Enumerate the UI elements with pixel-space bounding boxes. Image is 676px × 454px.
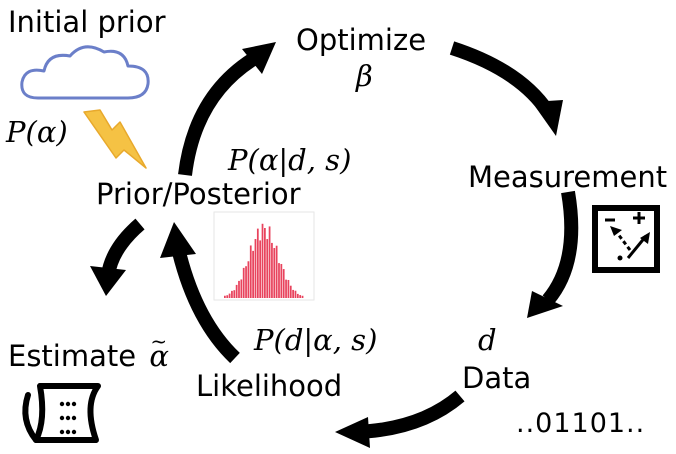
histogram-bar [280, 263, 283, 298]
measurement-label: Measurement [468, 160, 668, 194]
histogram-bar [275, 245, 278, 298]
posterior-histogram-icon [213, 211, 315, 301]
prior-posterior-label: Prior/Posterior [96, 177, 301, 211]
histogram-bar [264, 228, 266, 298]
arrowhead-optimize [242, 42, 276, 74]
scroll-dots [59, 401, 77, 435]
arrow-prior-to-optimize [178, 48, 264, 176]
histogram-bar [278, 263, 280, 298]
arrow-prior-to-estimate [101, 218, 145, 277]
arrow-likelihood-to-prior [171, 246, 240, 364]
arrowhead-data [527, 291, 563, 318]
histogram-bar [266, 239, 269, 298]
likelihood-label: Likelihood [196, 369, 343, 403]
histogram-bar [226, 295, 229, 298]
arrow-data-to-likelihood [354, 390, 465, 439]
estimate-label: Estimate ~ α [8, 331, 169, 373]
bit-string: ..01101.. [516, 408, 646, 439]
lightning-bolt-icon [83, 109, 147, 169]
histogram-bar [233, 290, 236, 298]
initial-prior-label: Initial prior [8, 5, 166, 39]
histogram-bar [294, 290, 297, 298]
histogram-bar [301, 295, 304, 298]
beta-symbol: β [356, 59, 373, 93]
histogram-bar [296, 293, 299, 298]
histogram-bar [292, 289, 294, 298]
histogram-bar [273, 248, 276, 298]
cloud-icon [20, 45, 150, 100]
histogram-bar [299, 295, 302, 298]
histogram-bar [271, 242, 273, 298]
arrow-measurement-to-data [542, 190, 579, 305]
histogram-bar [249, 245, 252, 298]
estimate-word: Estimate [8, 339, 137, 373]
p-alpha-label: P(α) [6, 115, 68, 149]
histogram-bar [238, 280, 240, 298]
arrowhead-measurement [532, 100, 563, 136]
histogram-bar [252, 250, 254, 298]
data-label: Data [462, 361, 532, 395]
posterior-formula: P(α|d, s) [228, 143, 352, 177]
arrowhead-likelihood [335, 417, 370, 448]
histogram-bar [242, 267, 245, 298]
arrowhead-prior [160, 222, 196, 258]
histogram-bar [268, 226, 271, 298]
histogram-bar [287, 279, 290, 298]
histogram-bar [282, 269, 285, 298]
likelihood-formula: P(d|α, s) [254, 323, 378, 357]
histogram-bar [259, 240, 262, 298]
histogram-bar [231, 290, 233, 298]
alpha-tilde-symbol: ~ α [149, 331, 169, 373]
histogram-bar [289, 285, 292, 298]
histogram-bar [224, 295, 226, 298]
histogram-bar [285, 279, 287, 298]
optimize-label: Optimize [296, 23, 427, 57]
histogram-bar [228, 293, 231, 298]
histogram-bar [235, 284, 238, 298]
histogram-bar [254, 239, 257, 298]
arrowhead-estimate [90, 266, 126, 296]
histogram-bar [245, 266, 247, 298]
scroll-document-icon [22, 383, 101, 443]
histogram-bar [240, 279, 243, 298]
histogram-bar [261, 223, 264, 298]
measurement-device-icon [592, 205, 660, 273]
histogram-bar [247, 261, 250, 298]
histogram-bar [256, 228, 259, 298]
alpha-symbol: α [149, 339, 169, 373]
tilde-accent: ~ [150, 329, 168, 353]
data-symbol: d [478, 323, 497, 357]
